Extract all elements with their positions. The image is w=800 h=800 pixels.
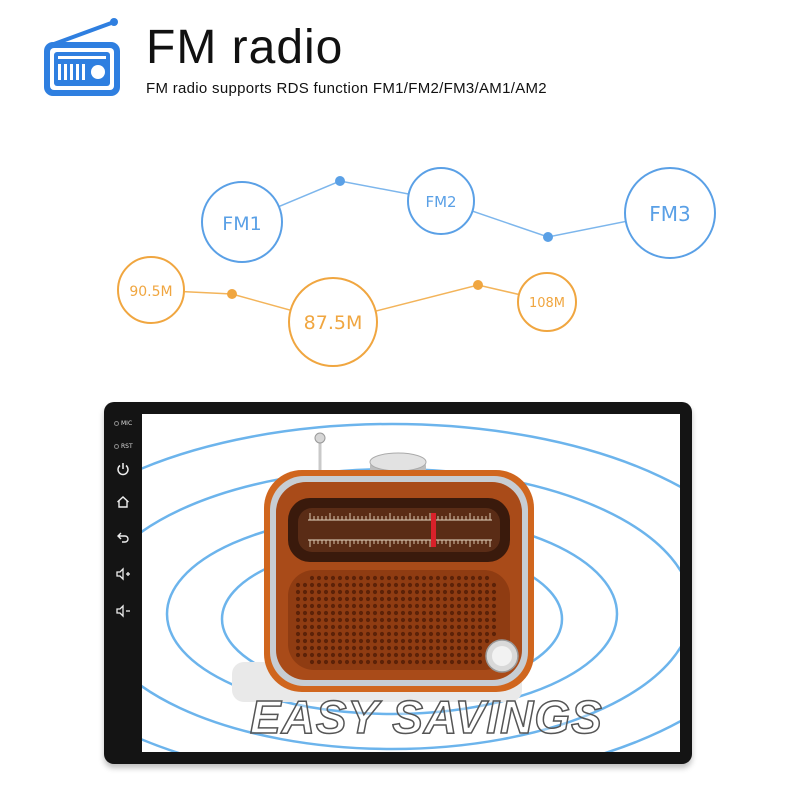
connector-dot: [335, 176, 345, 186]
reset-label: RST: [121, 443, 133, 450]
band-bubble-fm1: [201, 181, 283, 263]
frequency-label: 108M: [529, 296, 565, 311]
connector-dot: [227, 289, 237, 299]
reset-hole[interactable]: [114, 444, 119, 449]
frequency-network: FM1 FM2 FM3 90.5M 87.5M 108M: [117, 167, 716, 367]
volume-down-icon[interactable]: [112, 604, 134, 622]
watermark-text: EASY SAVINGS: [249, 690, 603, 744]
retro-radio-image: [264, 470, 534, 692]
power-icon[interactable]: [112, 462, 134, 480]
radio-wave: [142, 422, 680, 752]
frequency-label: 90.5M: [129, 284, 172, 300]
band-label: FM3: [649, 202, 690, 226]
band-label: FM1: [222, 213, 261, 235]
home-icon[interactable]: [112, 495, 134, 513]
device-screen[interactable]: [142, 414, 680, 752]
band-label: FM2: [425, 193, 456, 211]
radio-icon: [44, 18, 120, 96]
band-bubble-fm3: [624, 167, 716, 259]
band-bubble-fm2: [407, 167, 475, 235]
mic-hole: [114, 421, 119, 426]
mic-label: MIC: [121, 420, 133, 427]
connector-dot: [473, 280, 483, 290]
back-icon[interactable]: [112, 530, 134, 548]
connector-dot: [543, 232, 553, 242]
volume-up-icon[interactable]: [112, 567, 134, 585]
page-subtitle: FM radio supports RDS function FM1/FM2/F…: [146, 80, 547, 97]
freq-bubble-108: [517, 272, 577, 332]
frequency-label: 87.5M: [304, 312, 363, 334]
freq-bubble-87-5: [288, 277, 378, 367]
page-title: FM radio: [146, 21, 344, 74]
freq-bubble-90-5: [117, 256, 185, 324]
